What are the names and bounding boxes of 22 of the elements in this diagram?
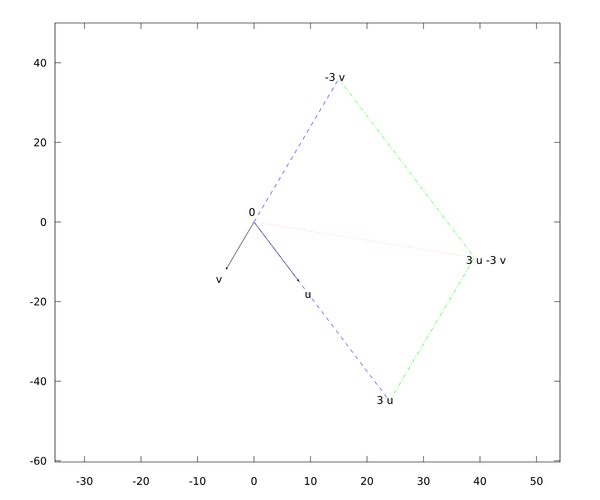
tick-label: 20 [361,477,373,485]
tick-label: 40 [34,58,46,67]
tick-label: 0 [40,218,46,226]
tick-label: 10 [304,477,316,485]
tick-label: 50 [530,477,542,485]
tick-label: 40 [474,477,486,485]
vector-line [226,222,254,270]
point-label: -3 v [326,73,345,81]
tick-label: 0 [251,477,257,485]
tick-label: -10 [189,477,206,485]
tick-label: -20 [30,298,46,306]
point-label: 3 u [377,396,392,404]
tick-label: -60 [30,456,46,465]
tick-label: -20 [132,477,149,485]
point-label: u [306,292,310,298]
tick-label: -40 [30,377,46,386]
tick-label: -30 [76,477,92,485]
point-label: 3 u -3 v [466,256,506,264]
tick-label: 20 [34,138,46,146]
point-label: v [216,277,222,283]
point-label: 0 [249,208,255,216]
tick-label: 30 [418,477,430,485]
